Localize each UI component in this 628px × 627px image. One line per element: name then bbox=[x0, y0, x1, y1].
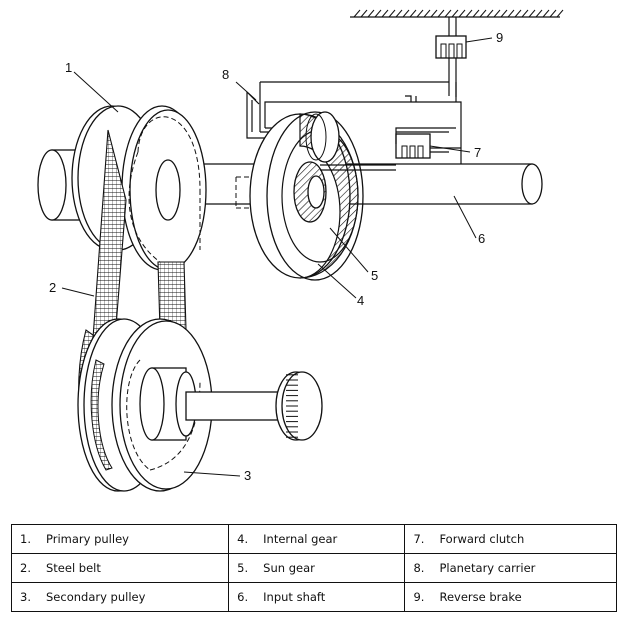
legend-cell: 5.Sun gear bbox=[228, 553, 406, 583]
leader-lines bbox=[61, 37, 493, 477]
callout-6: 6 bbox=[478, 231, 485, 246]
legend-cell: 1.Primary pulley bbox=[10, 524, 230, 554]
internal-gear bbox=[249, 111, 364, 281]
legend-row: 3.Secondary pulley 6.Input shaft 9.Rever… bbox=[10, 582, 617, 612]
callout-7: 7 bbox=[474, 145, 481, 160]
legend-cell: 8.Planetary carrier bbox=[404, 553, 617, 583]
legend-cell: 7.Forward clutch bbox=[404, 524, 617, 554]
callout-4: 4 bbox=[357, 293, 364, 308]
callout-9: 9 bbox=[496, 30, 503, 45]
legend-cell: 9.Reverse brake bbox=[404, 582, 617, 612]
callout-8: 8 bbox=[222, 67, 229, 82]
legend-cell: 4.Internal gear bbox=[228, 524, 406, 554]
legend-table: 1.Primary pulley 4.Internal gear 7.Forwa… bbox=[10, 524, 617, 612]
legend-cell: 2.Steel belt bbox=[10, 553, 230, 583]
callout-2: 2 bbox=[49, 280, 56, 295]
callout-5: 5 bbox=[371, 268, 378, 283]
legend-row: 2.Steel belt 5.Sun gear 8.Planetary carr… bbox=[10, 553, 617, 583]
callout-1: 1 bbox=[65, 60, 72, 75]
cvt-diagram: 1 2 3 4 5 6 7 8 9 bbox=[37, 9, 564, 492]
ceiling-mount bbox=[350, 9, 564, 18]
legend-cell: 3.Secondary pulley bbox=[10, 582, 230, 612]
reverse-brake bbox=[435, 17, 467, 82]
legend-cell: 6.Input shaft bbox=[228, 582, 406, 612]
callout-3: 3 bbox=[244, 468, 251, 483]
legend-row: 1.Primary pulley 4.Internal gear 7.Forwa… bbox=[10, 524, 617, 554]
secondary-pulley bbox=[77, 318, 323, 492]
